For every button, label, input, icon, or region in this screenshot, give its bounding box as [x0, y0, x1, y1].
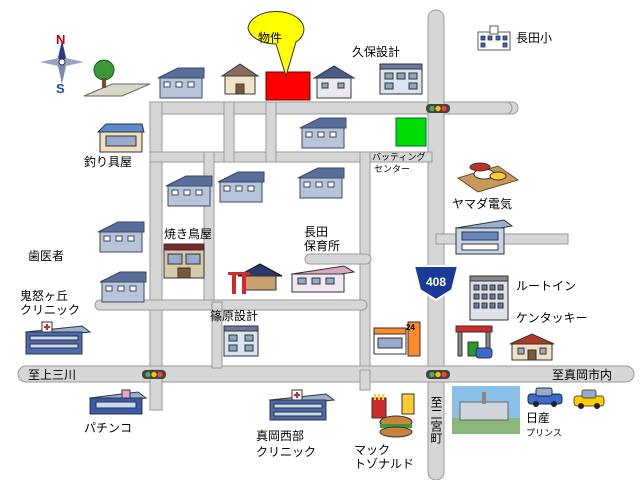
nissan-factory-image: [452, 386, 520, 434]
label-pachinko: パチンコ: [84, 421, 132, 435]
label-kinugaoka-2: クリニック: [20, 303, 80, 317]
label-shinohara-sekkei: 篠原設計: [210, 308, 258, 323]
nursery-school-icon: [290, 265, 356, 293]
school-icon: [477, 25, 511, 51]
fishing-shop-icon: [96, 123, 145, 153]
map-labels: 久保設計 長田小 釣り具屋 バッティング センター ヤマダ電気 焼き鳥屋 長田 …: [20, 31, 612, 471]
car-icon: [527, 387, 605, 409]
road-mid-3: [304, 253, 372, 265]
road-mid-2: [94, 299, 368, 311]
direction-moka: 至真岡市内: [552, 367, 612, 382]
direction-kaminokawa: 至上三川: [28, 368, 76, 382]
road-v-e: [211, 301, 223, 369]
label-nagata-hoikusho-1: 長田: [304, 225, 328, 239]
label-nagata-sho: 長田小: [516, 31, 552, 45]
sushi-icon: [456, 162, 520, 193]
batting-center-marker: [395, 117, 427, 147]
hotel-icon: [469, 275, 509, 321]
label-batting-center-2: センター: [374, 164, 410, 175]
road-vertical-main: [427, 9, 445, 480]
label-kentucky: ケンタッキー: [516, 311, 588, 325]
label-nissan-1: 日産: [526, 410, 550, 425]
road-v-b: [265, 101, 277, 163]
label-route-inn: ルートイン: [516, 279, 576, 293]
road-v-a: [223, 101, 235, 163]
label-mac-2: トゾナルド: [354, 457, 414, 471]
shinohara-sekkei-building-icon: [223, 325, 259, 357]
road-mid-1: [149, 151, 433, 163]
kinugaoka-clinic-icon: [24, 321, 92, 355]
label-moka-nishibu-1: 真岡西部: [256, 428, 304, 443]
gas-station-icon: [455, 325, 493, 359]
convenience-store-icon: [373, 321, 421, 357]
road-bottom-main: [17, 365, 635, 383]
label-haisha: 歯医者: [28, 249, 64, 263]
compass-icon: [40, 40, 84, 84]
property-label: 物件: [258, 31, 282, 45]
label-kinugaoka-1: 鬼怒ヶ丘: [20, 288, 68, 303]
yamada-denki-building-icon: [454, 219, 514, 255]
traffic-light-left: [142, 370, 166, 379]
house-icon: [220, 63, 356, 99]
route-408-number: 408: [426, 275, 446, 289]
road-v-g: [359, 369, 371, 391]
pachinko-icon: [88, 389, 148, 415]
property-callout: [247, 10, 305, 78]
burger-icon: [371, 393, 415, 438]
label-nissan-2: プリンス: [526, 428, 562, 439]
shrine-icon: [228, 263, 283, 294]
compass-north: N: [56, 32, 65, 47]
label-yamada-denki: ヤマダ電気: [452, 196, 512, 211]
apartment-icon: [97, 67, 347, 303]
property-marker: [265, 71, 311, 101]
traffic-light-top: [426, 104, 450, 113]
label-moka-nishibu-2: クリニック: [256, 445, 316, 459]
label-kubo-sekkei: 久保設計: [352, 44, 400, 59]
traffic-light-right: [426, 370, 450, 379]
road-top-strip: [149, 101, 513, 115]
yakitori-shop-icon: [163, 243, 205, 279]
label-yakitori-ya: 焼き鳥屋: [164, 226, 212, 241]
label-batting-center-1: バッティング: [372, 151, 425, 163]
kentucky-icon: [509, 333, 555, 361]
kubo-sekkei-building-icon: [379, 63, 423, 95]
label-mac-1: マック: [354, 443, 390, 457]
road-vertical-left: [149, 101, 163, 371]
direction-ninomiya: 至二宮町: [429, 396, 443, 444]
convenience-sign-number: 24: [406, 323, 415, 332]
moka-nishibu-clinic-icon: [268, 389, 336, 421]
park-icon: [83, 59, 151, 97]
route-408-sign: 408: [412, 265, 460, 302]
label-nagata-hoikusho-2: 保育所: [304, 238, 340, 253]
compass-south: S: [56, 81, 65, 96]
label-tsurigu-ya: 釣り具屋: [84, 154, 132, 169]
